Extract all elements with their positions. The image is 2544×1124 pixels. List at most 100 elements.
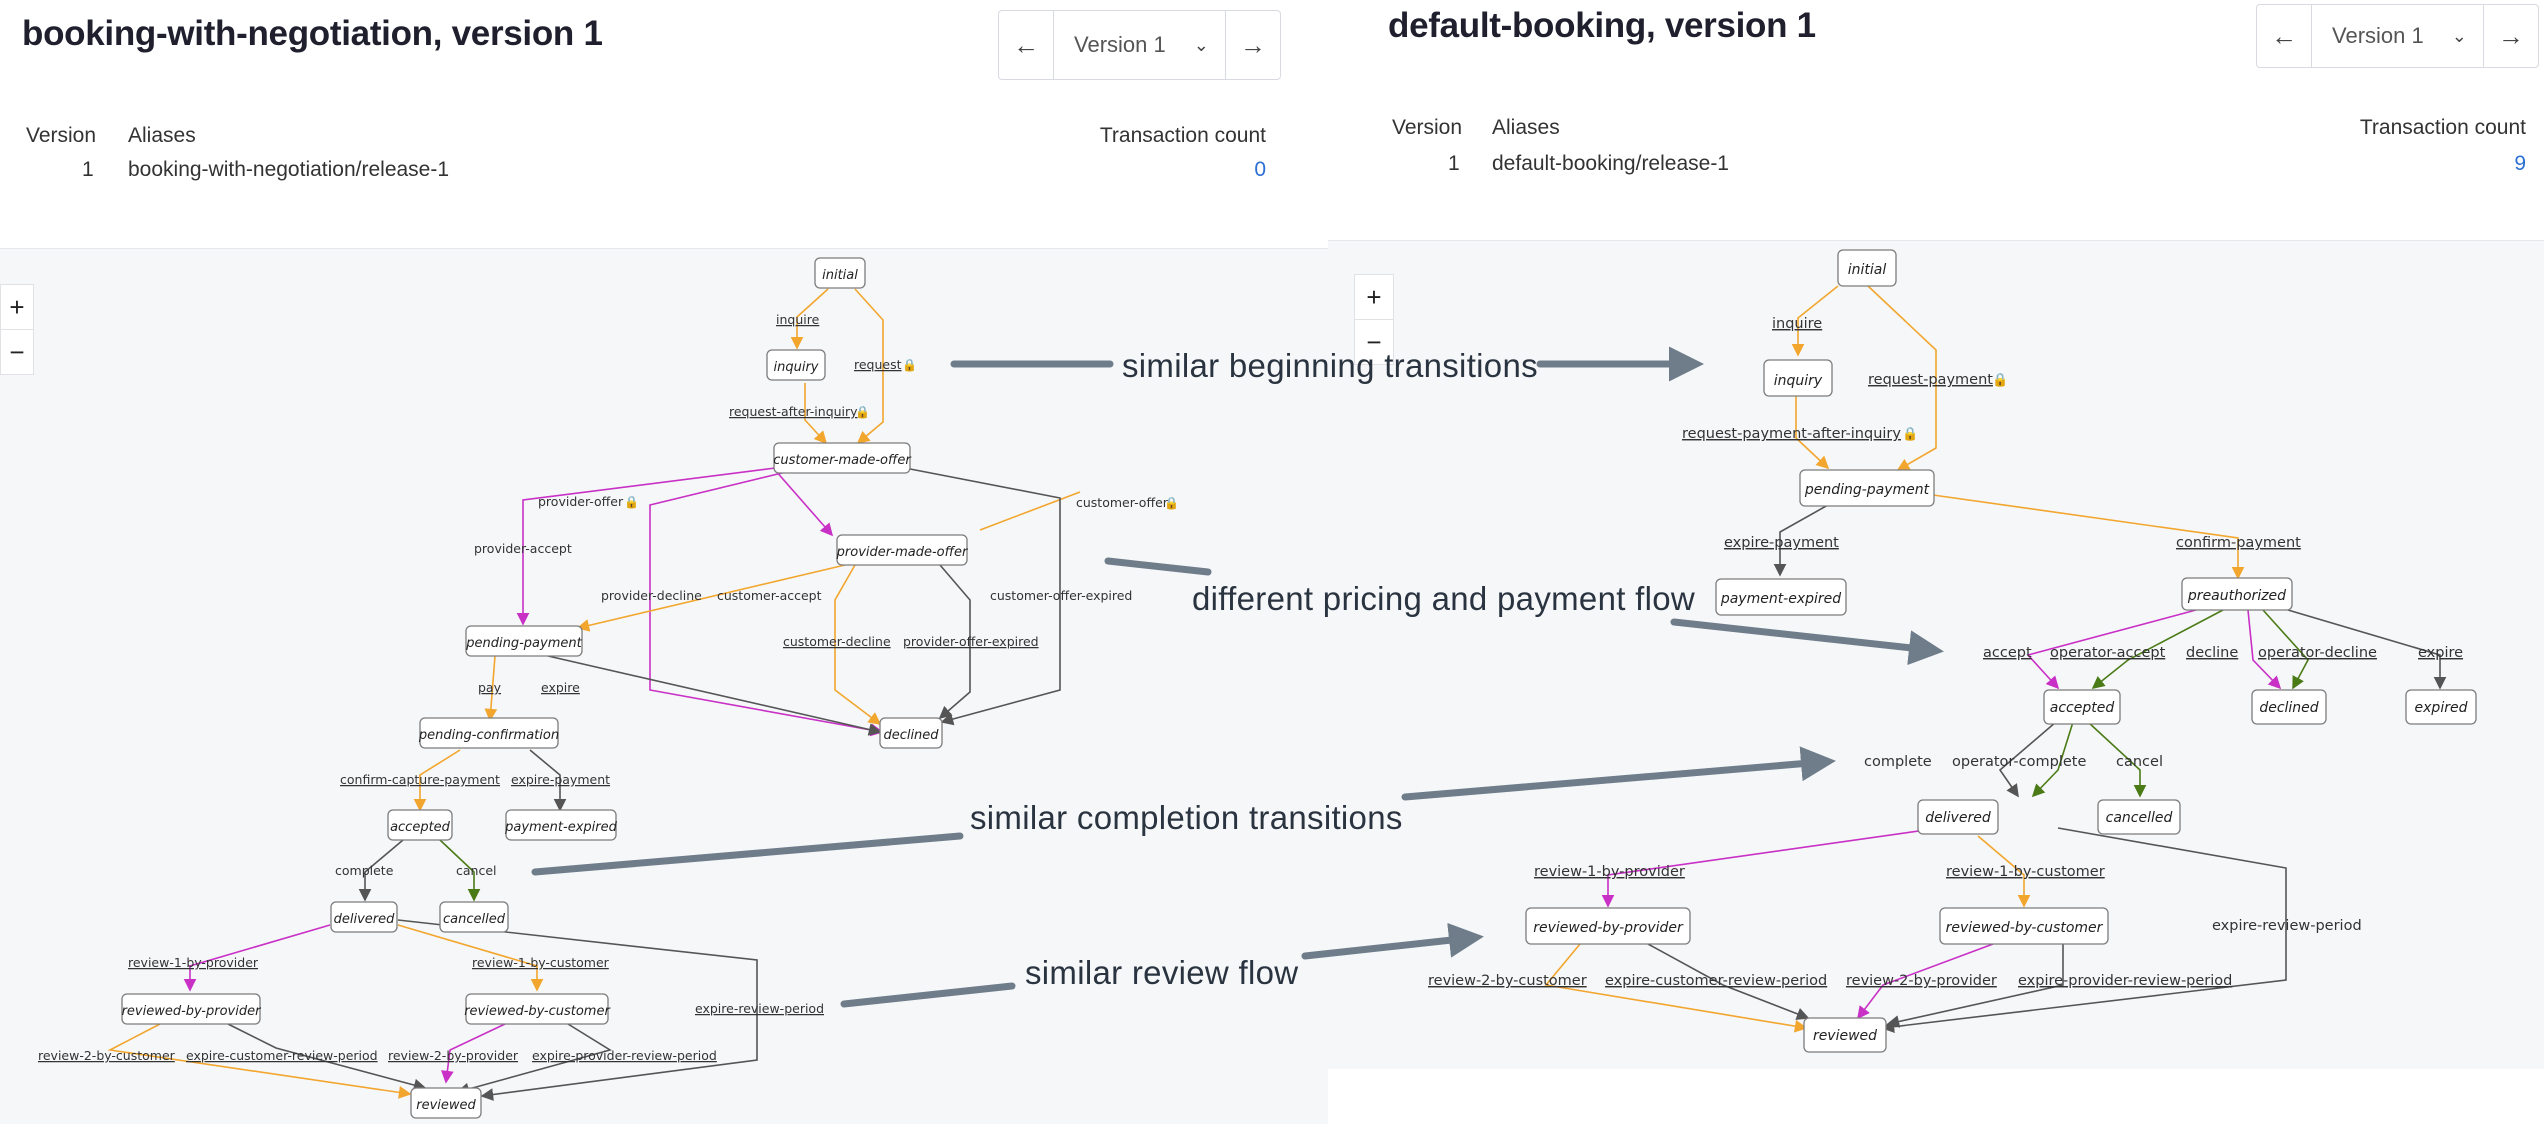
label-provider-offer[interactable]: provider-offer <box>538 494 624 509</box>
label-expire-review-period[interactable]: expire-review-period <box>2212 918 2362 934</box>
state-provider-made-offer[interactable]: provider-made-offer <box>836 534 969 566</box>
label-complete[interactable]: complete <box>335 863 394 878</box>
plus-icon[interactable]: + <box>1366 281 1382 312</box>
state-accepted[interactable]: accepted <box>2043 689 2121 725</box>
label-decline[interactable]: decline <box>2186 645 2238 661</box>
state-customer-made-offer[interactable]: customer-made-offer <box>773 442 912 474</box>
state-pending-confirmation[interactable]: pending-confirmation <box>418 717 559 749</box>
label-provider-decline[interactable]: provider-decline <box>601 588 702 603</box>
edge-cancel <box>2087 721 2147 798</box>
state-delivered[interactable]: delivered <box>1917 799 1999 835</box>
label-operator-accept[interactable]: operator-accept <box>2050 645 2166 661</box>
svg-text:expired: expired <box>2415 700 2468 716</box>
arrow-right-icon[interactable]: → <box>1239 29 1266 60</box>
label-review-1-by-provider[interactable]: review-1-by-provider <box>128 955 259 970</box>
label-operator-decline[interactable]: operator-decline <box>2258 645 2377 661</box>
label-review-2-by-provider[interactable]: review-2-by-provider <box>1846 973 1997 989</box>
label-request[interactable]: request <box>854 357 902 372</box>
state-payment-expired[interactable]: payment-expired <box>1715 578 1847 616</box>
state-cancelled[interactable]: cancelled <box>439 901 509 933</box>
state-initial[interactable]: initial <box>814 257 866 289</box>
edge-expire-review-period <box>397 919 758 1101</box>
arrow-right-icon[interactable]: → <box>2497 20 2524 51</box>
label-expire-customer-review-period[interactable]: expire-customer-review-period <box>1605 973 1827 989</box>
edge-expire <box>2287 609 2447 690</box>
state-payment-expired[interactable]: payment-expired <box>504 809 618 841</box>
version-select[interactable]: Version 1 ⌄ <box>2311 5 2484 67</box>
transition-labels: inquire request-payment 🔒 request-paymen… <box>1428 316 2463 989</box>
label-expire-payment[interactable]: expire-payment <box>511 772 610 787</box>
state-declined[interactable]: declined <box>879 717 943 749</box>
state-declined[interactable]: declined <box>2251 689 2327 725</box>
label-review-2-by-customer[interactable]: review-2-by-customer <box>1428 973 1587 989</box>
state-reviewed-by-customer[interactable]: reviewed-by-customer <box>464 993 611 1025</box>
label-review-2-by-customer[interactable]: review-2-by-customer <box>38 1048 176 1063</box>
label-accept[interactable]: accept <box>1983 645 2032 661</box>
label-confirm-payment[interactable]: confirm-payment <box>2176 535 2301 551</box>
minus-icon[interactable]: − <box>1355 319 1393 364</box>
state-inquiry[interactable]: inquiry <box>766 349 826 381</box>
label-operator-complete[interactable]: operator-complete <box>1952 754 2086 770</box>
version-select[interactable]: Version 1 ⌄ <box>1053 11 1226 79</box>
label-request-payment-after-inquiry[interactable]: request-payment-after-inquiry <box>1682 426 1901 442</box>
label-expire[interactable]: expire <box>541 680 580 695</box>
state-reviewed-by-provider[interactable]: reviewed-by-provider <box>121 993 262 1025</box>
label-confirm-capture-payment[interactable]: confirm-capture-payment <box>340 772 500 787</box>
state-cancelled[interactable]: cancelled <box>2097 799 2181 835</box>
state-reviewed-by-customer[interactable]: reviewed-by-customer <box>1939 907 2109 945</box>
svg-text:pending-confirmation: pending-confirmation <box>418 728 559 743</box>
label-review-1-by-customer[interactable]: review-1-by-customer <box>1946 864 2105 880</box>
label-expire-provider-review-period[interactable]: expire-provider-review-period <box>2018 973 2232 989</box>
label-review-2-by-provider[interactable]: review-2-by-provider <box>388 1048 519 1063</box>
label-request-after-inquiry[interactable]: request-after-inquiry <box>729 404 858 419</box>
state-reviewed-by-provider[interactable]: reviewed-by-provider <box>1525 907 1691 945</box>
state-preauthorized[interactable]: preauthorized <box>2181 577 2293 611</box>
label-request-payment[interactable]: request-payment <box>1868 372 1993 388</box>
label-review-1-by-provider[interactable]: review-1-by-provider <box>1534 864 1685 880</box>
diagram-canvas[interactable] <box>0 248 1328 1124</box>
label-expire[interactable]: expire <box>2418 645 2463 661</box>
label-cancel[interactable]: cancel <box>456 863 497 878</box>
state-pending-payment[interactable]: pending-payment <box>1799 469 1935 507</box>
state-initial[interactable]: initial <box>1837 249 1897 287</box>
label-expire-payment[interactable]: expire-payment <box>1724 535 1839 551</box>
state-accepted[interactable]: accepted <box>387 809 453 841</box>
svg-text:inquiry: inquiry <box>1774 373 1823 389</box>
transaction-count-link[interactable]: 0 <box>1254 158 1266 181</box>
label-complete[interactable]: complete <box>1864 754 1932 770</box>
state-reviewed[interactable]: reviewed <box>410 1087 482 1119</box>
state-inquiry[interactable]: inquiry <box>1763 359 1833 397</box>
edge-operator-complete <box>2031 721 2074 798</box>
label-inquire[interactable]: inquire <box>1772 316 1822 332</box>
label-expire-provider-review-period[interactable]: expire-provider-review-period <box>532 1048 717 1063</box>
label-pay[interactable]: pay <box>478 680 502 695</box>
label-expire-customer-review-period[interactable]: expire-customer-review-period <box>186 1048 378 1063</box>
label-customer-accept[interactable]: customer-accept <box>717 588 822 603</box>
column-header-transaction-count: Transaction count <box>1099 124 1266 147</box>
minus-icon[interactable]: − <box>1 329 33 374</box>
state-pending-payment[interactable]: pending-payment <box>465 625 583 657</box>
plus-icon[interactable]: + <box>9 291 25 322</box>
edge-operator-decline <box>2262 609 2309 690</box>
chevron-down-icon: ⌄ <box>2451 25 2467 46</box>
arrow-left-icon[interactable]: ← <box>1013 29 1039 60</box>
state-delivered[interactable]: delivered <box>330 901 398 933</box>
label-inquire[interactable]: inquire <box>776 312 820 327</box>
state-reviewed[interactable]: reviewed <box>1803 1017 1887 1053</box>
label-customer-decline[interactable]: customer-decline <box>783 634 891 649</box>
label-customer-offer-expired[interactable]: customer-offer-expired <box>990 588 1132 603</box>
edge-review-1-by-provider <box>1601 819 1997 908</box>
state-expired[interactable]: expired <box>2405 689 2477 725</box>
edge-request <box>854 288 884 445</box>
column-header-version: Version <box>1392 116 1463 139</box>
zoom-controls: + − <box>0 284 34 375</box>
label-expire-review-period[interactable]: expire-review-period <box>695 1001 824 1016</box>
label-provider-offer-expired[interactable]: provider-offer-expired <box>903 634 1039 649</box>
label-provider-accept[interactable]: provider-accept <box>474 541 572 556</box>
arrow-left-icon[interactable]: ← <box>2271 20 2297 51</box>
label-customer-offer[interactable]: customer-offer <box>1076 495 1169 510</box>
svg-text:preauthorized: preauthorized <box>2187 588 2286 604</box>
transaction-count-link[interactable]: 9 <box>2514 152 2526 175</box>
label-review-1-by-customer[interactable]: review-1-by-customer <box>472 955 610 970</box>
label-cancel[interactable]: cancel <box>2116 754 2163 770</box>
